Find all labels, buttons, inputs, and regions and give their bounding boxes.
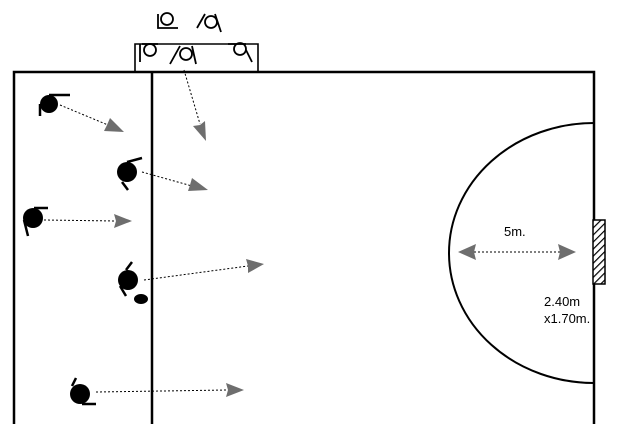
arrow-bench [183,69,206,141]
goal-area-arc [448,122,595,384]
player-dark-1 [38,93,70,116]
arrow-1 [59,104,124,132]
goal-size-label-line1: 2.40m [544,294,580,309]
distance-label: 5m. [504,224,526,239]
player-dark-3 [22,206,48,237]
goal [592,219,606,285]
bench-box [134,43,259,72]
player-outline-2 [196,13,222,33]
player-dark-5 [70,377,96,406]
arrow-4 [143,259,264,281]
player-outline-4 [169,45,197,65]
player-dark-2 [117,156,143,191]
arrow-5 [95,383,244,397]
arrow-3 [43,214,132,228]
court-outline [12,70,596,424]
goal-size-label-line2: x1.70m. [544,311,590,326]
player-outline-5 [228,42,253,63]
distance-double-arrow [458,244,576,260]
arrow-2 [141,171,208,191]
player-outline-1 [157,12,178,29]
player-outline-3 [139,43,158,62]
player-dark-4 [118,261,148,304]
